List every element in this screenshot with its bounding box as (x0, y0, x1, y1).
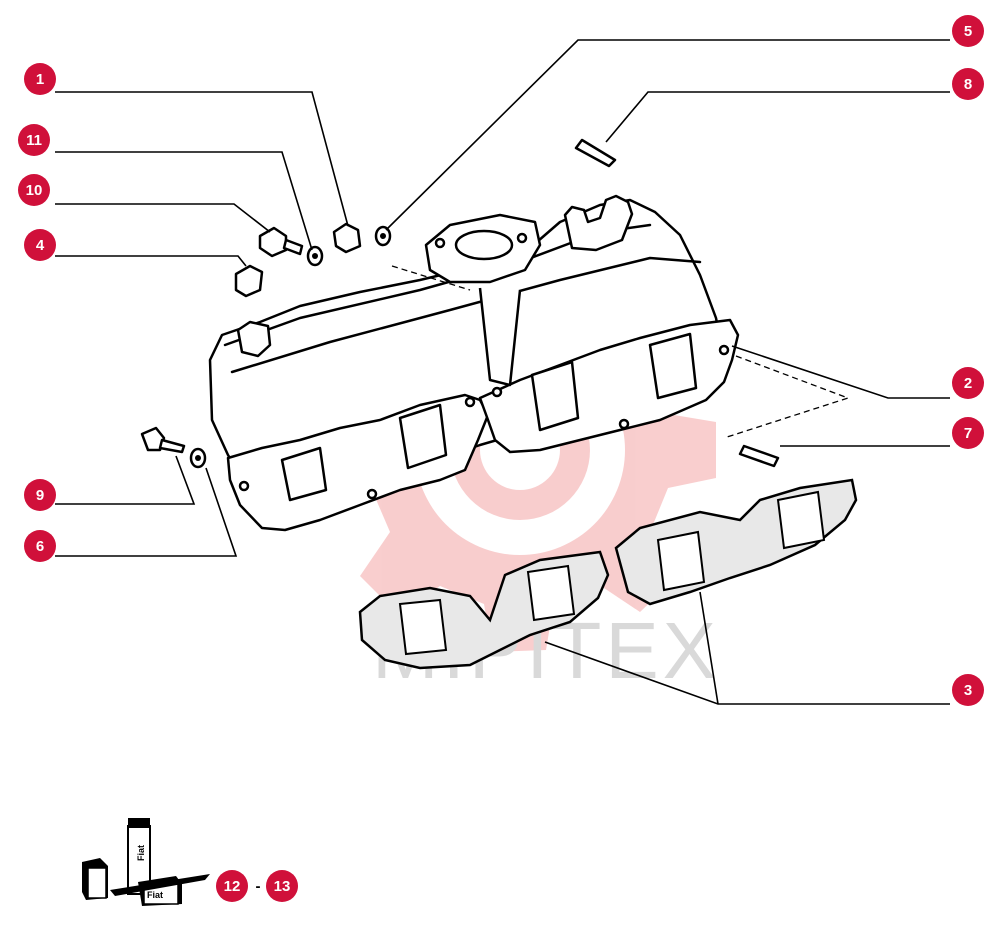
svg-text:10: 10 (26, 182, 43, 199)
leader-lines (55, 39, 950, 705)
svg-text:6: 6 (36, 538, 44, 555)
svg-text:12: 12 (224, 878, 241, 895)
svg-text:8: 8 (964, 76, 972, 93)
stud-8 (574, 138, 617, 168)
svg-text:3: 3 (964, 682, 972, 699)
svg-text:4: 4 (36, 237, 45, 254)
sealant-label: Fiat (136, 845, 146, 861)
exhaust-gasket-right (614, 478, 858, 606)
svg-text:13: 13 (274, 878, 291, 895)
nut-4 (234, 264, 264, 298)
svg-text:7: 7 (964, 425, 972, 442)
washer-11 (306, 245, 324, 267)
sealant-tubes: Fiat Fiat (82, 818, 210, 906)
svg-text:5: 5 (964, 23, 972, 40)
washer-6 (189, 447, 207, 469)
callout-3[interactable]: 3 (952, 674, 984, 706)
bolt-10 (258, 226, 304, 258)
callout-1[interactable]: 1 (24, 63, 56, 95)
stud-7 (738, 444, 780, 468)
bolt-9 (140, 426, 186, 454)
callout-13[interactable]: 13 (266, 870, 298, 902)
nut-1 (332, 222, 362, 254)
svg-text:1: 1 (36, 71, 44, 88)
exhaust-manifold (208, 194, 740, 532)
exhaust-gasket-left (358, 550, 610, 670)
callout-9[interactable]: 9 (24, 479, 56, 511)
callout-11[interactable]: 11 (18, 124, 50, 156)
callout-range-separator: - (256, 878, 261, 895)
callout-4[interactable]: 4 (24, 229, 56, 261)
callout-2[interactable]: 2 (952, 367, 984, 399)
svg-text:11: 11 (26, 132, 42, 149)
callout-5[interactable]: 5 (952, 15, 984, 47)
callout-10[interactable]: 10 (18, 174, 50, 206)
callout-6[interactable]: 6 (24, 530, 56, 562)
callout-7[interactable]: 7 (952, 417, 984, 449)
callout-8[interactable]: 8 (952, 68, 984, 100)
svg-text:9: 9 (36, 487, 44, 504)
callout-12[interactable]: 12 (216, 870, 248, 902)
washer-5 (374, 225, 392, 247)
svg-text:2: 2 (964, 375, 972, 392)
sealant-label-box: Fiat (147, 890, 163, 900)
